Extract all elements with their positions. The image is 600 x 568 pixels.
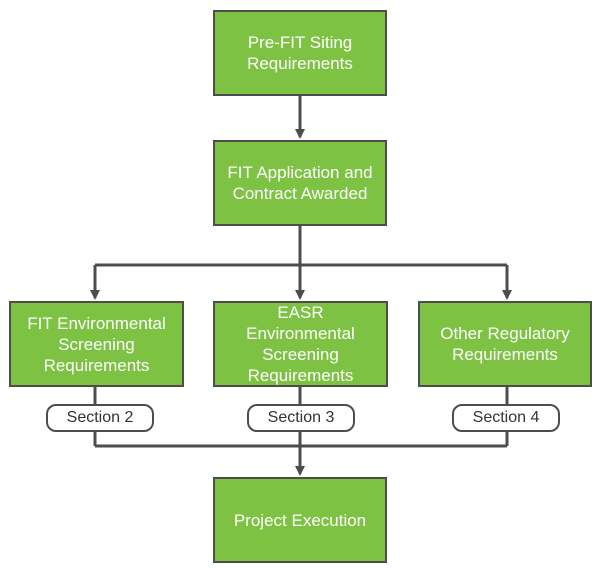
label-section-4: Section 4 [452,404,560,432]
label-section-4-text: Section 4 [472,409,540,426]
node-project-execution-text: Project Execution [233,510,367,530]
node-pre-fit-siting-text: Pre-FIT Siting Requirements [247,33,353,73]
node-easr-environmental-text: EASR Environmental Screening Requirement… [246,303,355,385]
node-fit-application-text: FIT Application and Contract Awarded [227,163,373,203]
node-fit-environmental: FIT Environmental Screening Requirements [9,301,184,387]
node-easr-environmental: EASR Environmental Screening Requirement… [213,301,388,387]
node-fit-environmental-text: FIT Environmental Screening Requirements [27,313,166,375]
node-fit-application: FIT Application and Contract Awarded [213,140,387,226]
node-other-regulatory: Other Regulatory Requirements [418,301,592,387]
node-pre-fit-siting: Pre-FIT Siting Requirements [213,10,387,96]
label-section-2-text: Section 2 [66,409,134,426]
label-section-2: Section 2 [46,404,154,432]
label-section-3: Section 3 [247,404,355,432]
node-project-execution: Project Execution [213,477,387,563]
node-other-regulatory-text: Other Regulatory Requirements [440,324,570,364]
label-section-3-text: Section 3 [267,409,335,426]
